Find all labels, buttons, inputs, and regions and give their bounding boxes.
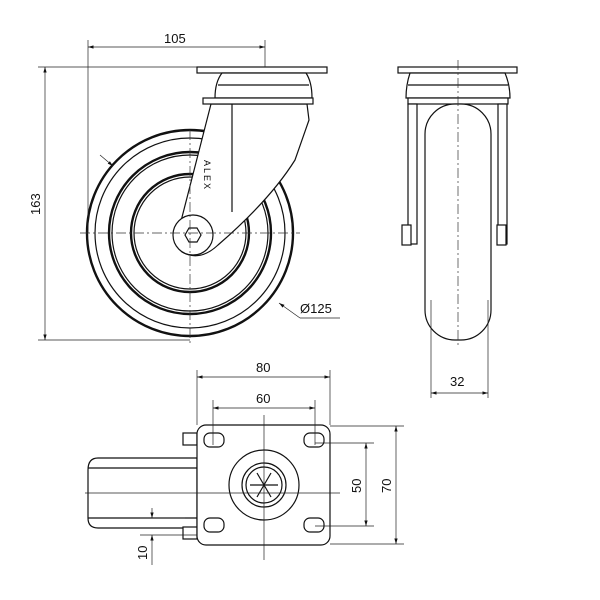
axle-nut-right [496, 224, 507, 246]
bottom-view [85, 415, 340, 560]
dim-label: Ø125 [300, 301, 332, 316]
side-view: ALEX [80, 66, 328, 345]
dim-plate-length: 70 [330, 425, 404, 545]
dim-overall-height: 163 [28, 66, 197, 341]
mounting-plate [196, 66, 328, 74]
dim-offset: 10 [135, 508, 197, 565]
mounting-holes [203, 432, 325, 533]
dim-label: 70 [379, 479, 394, 493]
dim-plate-width: 80 [196, 360, 331, 425]
logo: ALEX [202, 160, 212, 191]
dim-wheel-width: 32 [430, 300, 489, 398]
dim-label: 50 [349, 479, 364, 493]
dim-hole-spacing-x: 60 [212, 391, 316, 445]
dim-label: 32 [450, 374, 464, 389]
dim-wheel-diameter: Ø125 [99, 154, 340, 319]
front-view [397, 60, 518, 345]
dim-label: 80 [256, 360, 270, 375]
dim-label: 10 [135, 546, 150, 560]
dim-overall-width: 105 [87, 31, 266, 233]
dim-hole-spacing-y: 50 [315, 442, 374, 527]
hex-nut-icon [184, 227, 202, 243]
dim-label: 105 [164, 31, 186, 46]
axle-nut-left [401, 224, 412, 246]
dim-label: 163 [28, 193, 43, 215]
dim-label: 60 [256, 391, 270, 406]
